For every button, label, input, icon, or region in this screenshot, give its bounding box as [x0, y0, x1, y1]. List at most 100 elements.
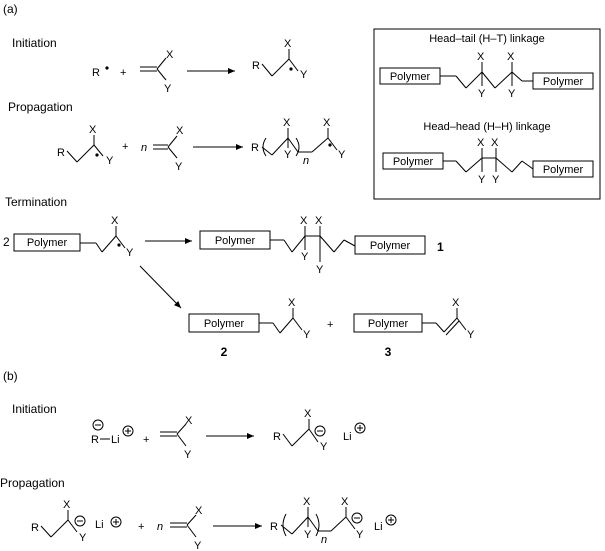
a-prop-mon-y: Y [175, 161, 183, 173]
a-init-y: Y [164, 83, 172, 95]
plus-charge-icon [354, 422, 366, 434]
b-prop-n: n [157, 521, 163, 533]
p1-x1: X [300, 215, 308, 227]
p2-x: X [288, 297, 296, 309]
b-prop-x: X [63, 499, 71, 511]
p1-label: 1 [437, 240, 444, 254]
p2-p3-plus: + [327, 319, 333, 331]
b-init-monomer: X Y [160, 415, 193, 461]
b-init-rli: R Li [91, 419, 134, 446]
b-prop-prod-li: Li [374, 521, 383, 533]
a-initiation-title: Initiation [12, 36, 57, 50]
a-term-arrow-2 [139, 265, 182, 309]
b-initiation-title: Initiation [12, 402, 57, 416]
p1-left-polymer: Polymer [215, 235, 256, 247]
b-prop-mon-y: Y [194, 540, 202, 551]
hh-left-polymer: Polymer [393, 156, 434, 168]
ht-x2: X [507, 51, 515, 63]
b-init-prod-r: R [273, 431, 281, 443]
a-termination-title: Termination [5, 195, 67, 209]
a-term-x: X [111, 215, 119, 227]
p3-y: Y [467, 329, 475, 341]
a-prop-n: n [141, 142, 147, 154]
b-prop-prod-y2: Y [356, 529, 364, 541]
p2-polymer: Polymer [204, 318, 245, 330]
a-term-polymer: Polymer [27, 237, 68, 249]
hh-chain: X X Y Y [443, 137, 534, 186]
minus-charge-icon [92, 419, 104, 431]
a-term-y: Y [126, 247, 134, 259]
b-init-x: X [185, 415, 193, 427]
a-term-coef: 2 [3, 235, 10, 249]
a-term-radical: X Y [80, 215, 134, 259]
a-init-prod-y: Y [300, 69, 308, 81]
b-init-plus: + [143, 434, 149, 446]
a-prop-prod-x1: X [283, 117, 291, 129]
p1-chain: X X Y Y [270, 215, 356, 276]
p3-x: X [452, 297, 460, 309]
plus-charge-icon [385, 514, 397, 526]
p3-label: 3 [385, 345, 392, 359]
p2-label: 2 [221, 345, 228, 359]
b-prop-mon-x: X [195, 505, 203, 517]
a-init-radical-r: R [92, 67, 100, 79]
ht-y1: Y [478, 88, 486, 100]
a-prop-reactant: R X Y [57, 124, 114, 167]
a-prop-mon-x: X [176, 125, 184, 137]
p1-y2: Y [316, 264, 324, 276]
hh-title: Head–head (H–H) linkage [423, 121, 550, 133]
a-prop-plus: + [122, 141, 128, 153]
a-prop-r: R [57, 147, 65, 159]
part-b-label: (b) [3, 369, 18, 383]
hh-x1: X [477, 137, 485, 149]
b-init-prod-y: Y [320, 441, 328, 453]
b-prop-prod-x2: X [341, 496, 349, 508]
p1-x2: X [315, 215, 323, 227]
b-prop-monomer: X Y [170, 505, 203, 551]
a-init-plus: + [120, 67, 126, 79]
hh-y2: Y [492, 174, 500, 186]
b-prop-prod-y1: Y [304, 529, 312, 541]
ht-x1: X [477, 51, 485, 63]
plus-charge-icon [110, 516, 122, 528]
part-a-label: (a) [3, 2, 18, 16]
b-prop-prod-x1: X [303, 496, 311, 508]
a-prop-prod-y2: Y [338, 149, 346, 161]
p1-y1: Y [301, 251, 309, 263]
ht-title: Head–tail (H–T) linkage [429, 33, 545, 45]
hh-x2: X [491, 137, 499, 149]
minus-charge-icon [314, 425, 326, 437]
b-init-li: Li [111, 434, 120, 446]
ht-y2: Y [508, 88, 516, 100]
p3-polymer: Polymer [368, 318, 409, 330]
p1-right-polymer: Polymer [370, 240, 411, 252]
b-init-r: R [91, 434, 99, 446]
p2-chain: X Y [259, 297, 311, 341]
b-propagation-title: Propagation [0, 476, 65, 490]
p1-right-box [354, 235, 426, 255]
b-init-y: Y [184, 449, 192, 461]
b-prop-product: R X Y n X Y Li [270, 496, 397, 546]
b-init-product: R X Y Li [273, 408, 366, 453]
b-init-prod-li: Li [343, 431, 352, 443]
hh-y1: Y [478, 174, 486, 186]
a-prop-x: X [89, 124, 97, 136]
radical-dot [105, 66, 109, 70]
b-init-prod-x: X [304, 408, 312, 420]
p3-chain: X Y [422, 297, 475, 341]
a-prop-product: R X Y n X Y [251, 117, 346, 167]
a-prop-prod-x2: X [323, 117, 331, 129]
hh-right-polymer: Polymer [543, 164, 584, 176]
a-prop-prod-r: R [251, 142, 259, 154]
b-prop-r: R [31, 522, 39, 534]
ht-chain: X X Y Y [440, 51, 533, 100]
a-prop-prod-y1: Y [284, 149, 292, 161]
a-init-product: R X Y [252, 38, 308, 81]
ht-right-polymer: Polymer [543, 76, 584, 88]
p2-y: Y [303, 329, 311, 341]
ht-left-polymer: Polymer [390, 71, 431, 83]
minus-charge-icon [74, 515, 86, 527]
b-prop-prod-r: R [270, 521, 278, 533]
a-init-prod-r: R [252, 60, 260, 72]
